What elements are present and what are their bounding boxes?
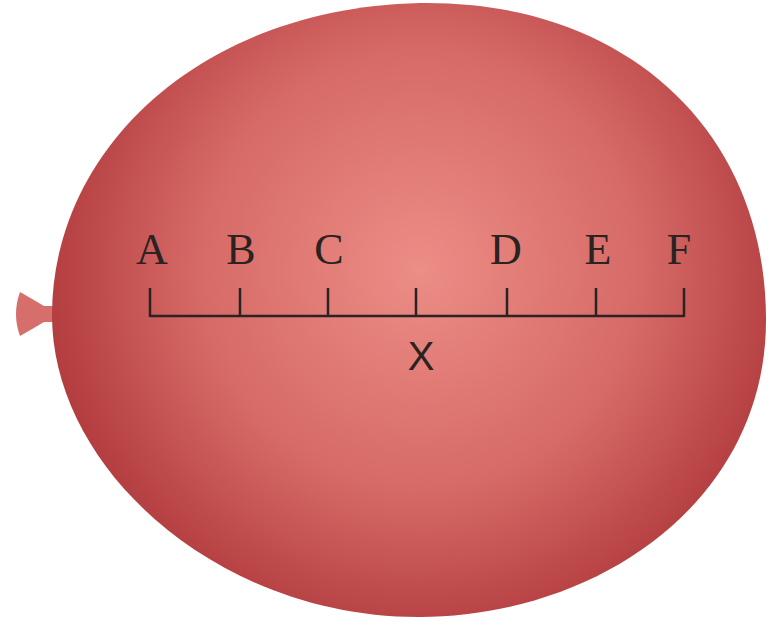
scale-label: E [585, 228, 612, 272]
balloon-knot [16, 292, 56, 336]
scale-label: A [136, 228, 168, 272]
scale-label: B [226, 228, 255, 272]
balloon-body [52, 3, 766, 617]
scale-label: D [490, 228, 522, 272]
scale-ruler [150, 288, 684, 317]
scale-label: F [667, 228, 691, 272]
scale-label: X [408, 336, 435, 376]
scale-label: C [314, 228, 343, 272]
